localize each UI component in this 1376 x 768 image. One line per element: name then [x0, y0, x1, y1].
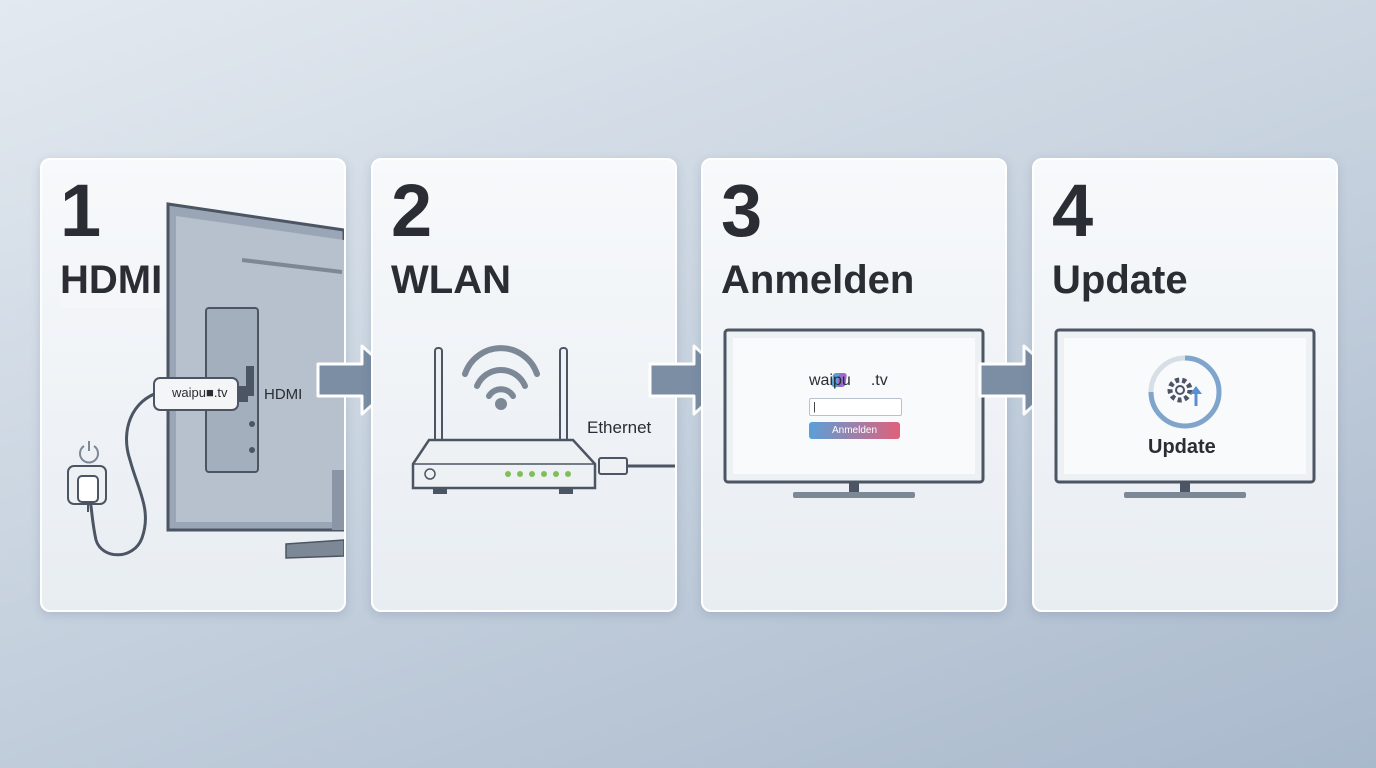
step-title: Anmelden — [721, 258, 915, 302]
wall-socket-icon — [67, 465, 107, 512]
power-icon — [79, 441, 99, 464]
dongle-brand: waipu■.tv — [172, 385, 228, 400]
wifi-icon — [462, 345, 540, 410]
step-card-2: 2 WLAN Ethernet — [371, 158, 677, 612]
brand-logo: waipu.tv — [809, 372, 888, 389]
router-icon — [411, 345, 675, 494]
step-card-4: 4 Update Update — [1032, 158, 1338, 612]
step-number: 3 — [721, 169, 763, 252]
step-number: 1 — [60, 169, 102, 252]
login-input[interactable]: | — [809, 398, 902, 416]
hdmi-dongle-icon — [153, 377, 248, 411]
ethernet-plug-icon — [598, 457, 675, 475]
step-number: 4 — [1052, 169, 1094, 252]
login-button[interactable]: Anmelden — [809, 422, 900, 439]
tv-icon — [1054, 328, 1316, 498]
step-card-1: 1 HDMI waipu■.tv HDMI — [40, 158, 346, 612]
ethernet-label: Ethernet — [587, 418, 652, 437]
step-title: Update — [1052, 258, 1188, 302]
step-title: HDMI — [60, 256, 167, 308]
step-card-3: 3 Anmelden waipu.tv | Anmelden — [701, 158, 1007, 612]
update-screen-label: Update — [1148, 436, 1216, 458]
hdmi-port-label: HDMI — [264, 386, 303, 403]
gear-update-icon — [1148, 355, 1222, 429]
step-title: WLAN — [391, 258, 511, 302]
step-number: 2 — [391, 169, 433, 252]
